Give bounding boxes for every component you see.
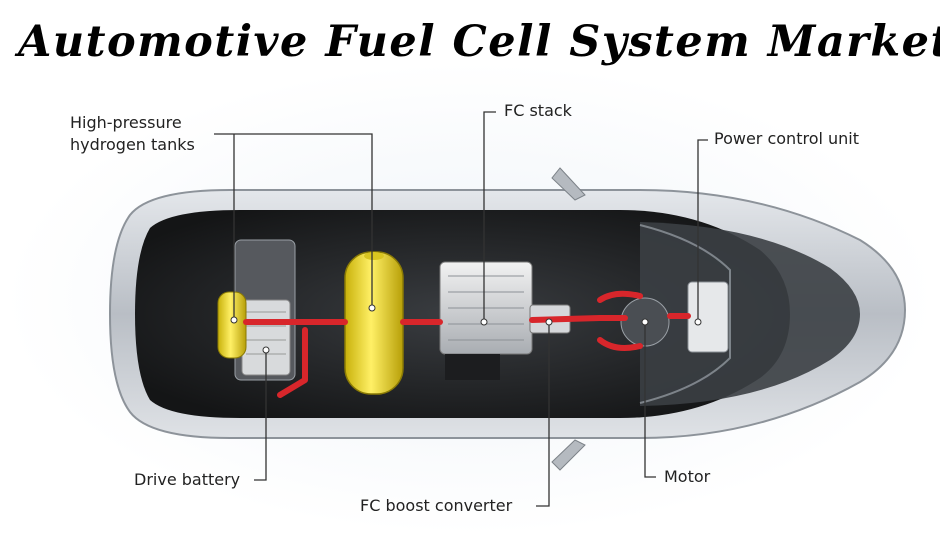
windshield [639,224,731,404]
label-hydrogen-tanks: High-pressure hydrogen tanks [70,112,195,156]
label-hydrogen-tanks-line1: High-pressure [70,113,182,132]
mirror-bottom [551,439,586,471]
label-motor: Motor [664,467,711,486]
rear-hydrogen-tank [217,291,247,359]
callout-dots [230,304,702,354]
fc-stack-base [445,354,500,380]
power-control-unit [687,281,729,353]
page-title: Automotive Fuel Cell System Market [18,17,940,67]
label-drive-battery: Drive battery [134,470,241,489]
label-hydrogen-tanks-line2: hydrogen tanks [70,135,195,154]
label-fc-boost-converter: FC boost converter [360,496,513,515]
hydrogen-pipes [243,290,691,398]
front-bay [640,222,860,406]
callout-lines [214,111,708,507]
label-fc-stack: FC stack [504,101,572,120]
label-power-control-unit: Power control unit [714,129,860,148]
mirror-top [551,167,586,201]
main-hydrogen-tank [344,251,404,395]
